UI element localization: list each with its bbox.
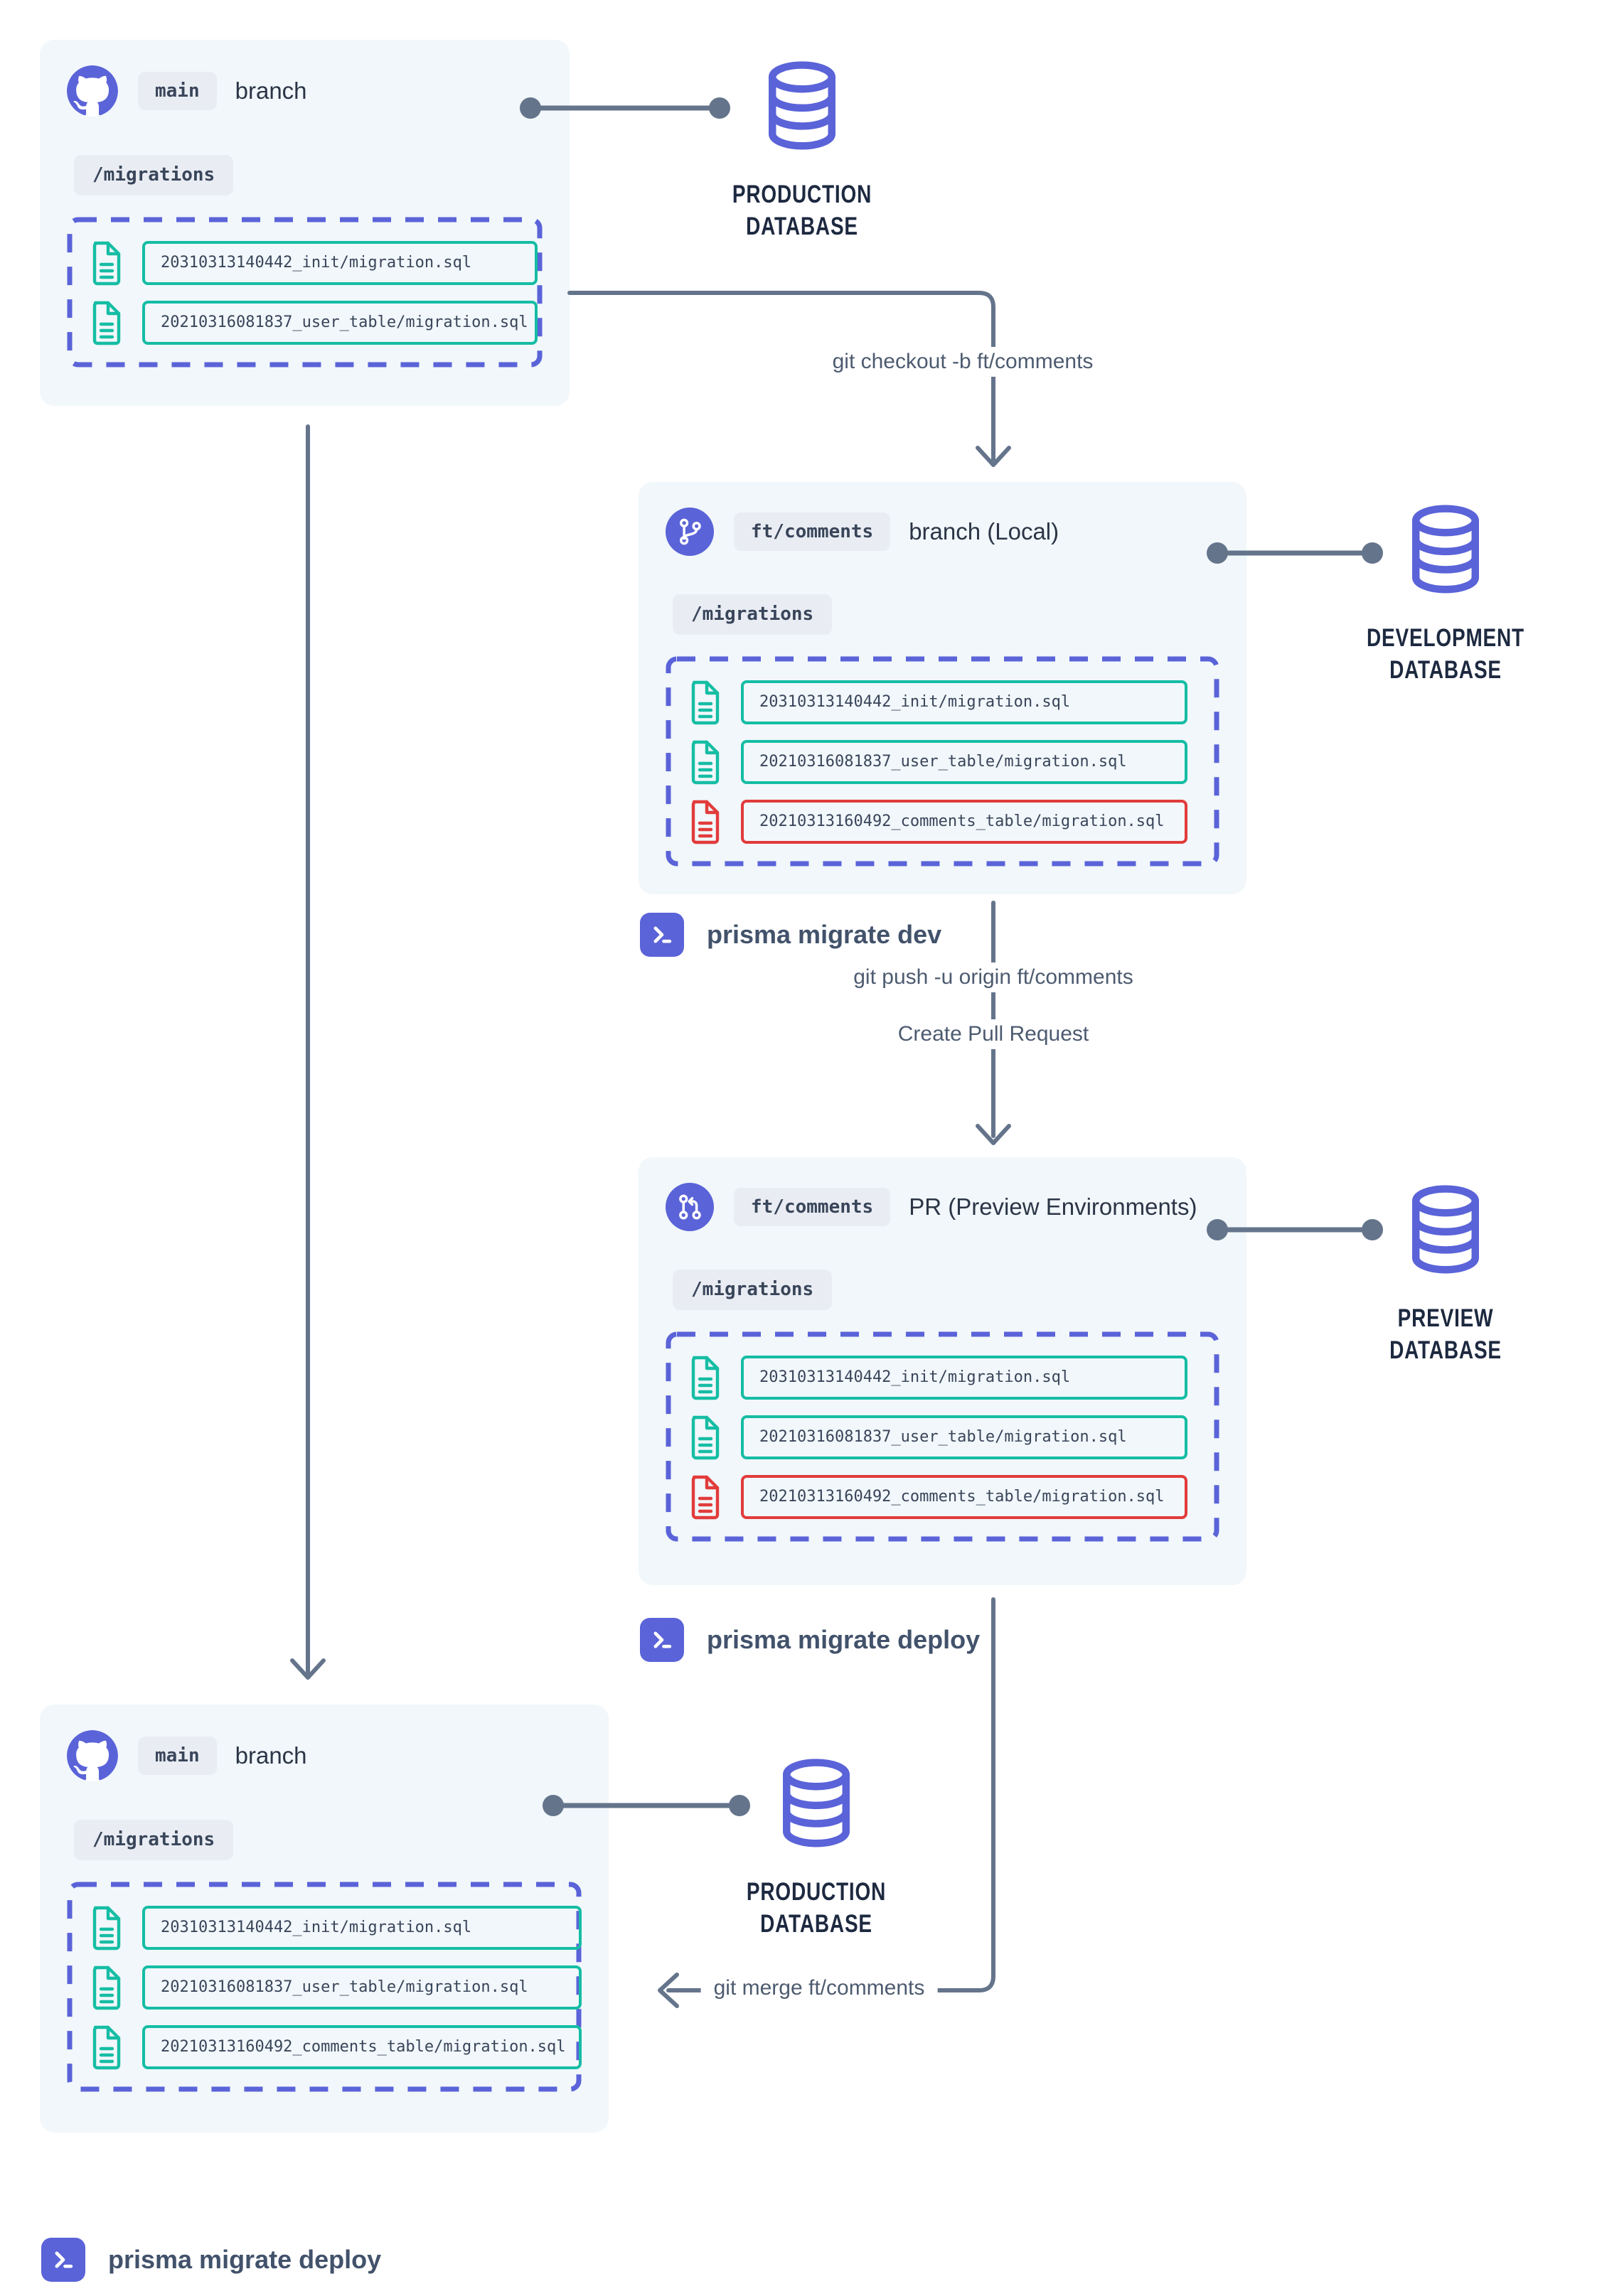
terminal-icon: [41, 2238, 85, 2282]
database-label: DEVELOPMENT DATABASE: [1367, 624, 1524, 684]
migration-file-row: 20310313140442_init/migration.sql: [88, 240, 543, 286]
preview-database: PREVIEW DATABASE: [1389, 1184, 1501, 1364]
command-label: prisma migrate dev: [707, 920, 942, 949]
migration-file-row: 20210316081837_user_table/migration.sql: [687, 1414, 1219, 1461]
database-label: PREVIEW DATABASE: [1389, 1304, 1502, 1364]
dashed-border: [67, 217, 543, 368]
card-header: ft/comments PR (Preview Environments): [666, 1183, 1219, 1231]
prisma-migrate-dev-command: prisma migrate dev: [640, 913, 941, 957]
prisma-migrate-deploy-command: prisma migrate deploy: [640, 1618, 980, 1662]
arrowhead-push: [976, 1124, 1011, 1145]
branch-badge: ft/comments: [734, 513, 891, 551]
database-icon: [783, 1759, 850, 1847]
file-icon: [92, 2025, 121, 2070]
file-icon: [691, 1415, 720, 1460]
migrations-folder-badge: /migrations: [673, 1270, 833, 1310]
database-icon: [1412, 1185, 1479, 1274]
database-label: PRODUCTION DATABASE: [732, 181, 872, 240]
card-header: main branch: [67, 65, 543, 117]
file-icon: [92, 1906, 121, 1951]
connector-dot: [729, 1795, 750, 1816]
branch-label: branch (Local): [909, 518, 1059, 545]
database-label: PRODUCTION DATABASE: [746, 1878, 887, 1938]
git-branch-icon: [666, 508, 714, 556]
github-icon: [67, 65, 118, 117]
git-merge-label: git merge ft/comments: [700, 1973, 938, 2003]
connector-dot: [1362, 1219, 1383, 1240]
git-checkout-label: git checkout -b ft/comments: [819, 347, 1106, 377]
migrations-folder-badge: /migrations: [74, 1820, 234, 1860]
migration-file-name: 20210316081837_user_table/migration.sql: [142, 301, 538, 345]
migration-file-row-new: 20210313160492_comments_table/migration.…: [687, 798, 1219, 845]
branch-label: branch: [235, 77, 307, 104]
development-database: DEVELOPMENT DATABASE: [1367, 503, 1524, 684]
migration-file-row: 20310313140442_init/migration.sql: [687, 1354, 1219, 1401]
migration-file-name: 20310313140442_init/migration.sql: [142, 241, 538, 285]
migration-file-name: 20210316081837_user_table/migration.sql: [142, 1965, 582, 2010]
migration-file-row: 20210313160492_comments_table/migration.…: [88, 2024, 582, 2071]
file-icon: [691, 680, 720, 725]
file-icon: [691, 1356, 720, 1400]
branch-badge: main: [138, 72, 217, 110]
connector-dot: [709, 97, 730, 119]
file-icon: [92, 241, 121, 286]
migration-file-name: 20310313140442_init/migration.sql: [741, 1356, 1187, 1400]
file-icon: [691, 740, 720, 785]
migrations-list: 20310313140442_init/migration.sql 202103…: [666, 656, 1219, 867]
branch-label: PR (Preview Environments): [909, 1193, 1197, 1220]
migration-file-row: 20310313140442_init/migration.sql: [88, 1904, 582, 1951]
arrowhead-checkout: [976, 446, 1011, 467]
migrations-list: 20310313140442_init/migration.sql 202103…: [67, 1882, 582, 2092]
dashed-border: [666, 1331, 1219, 1542]
branch-badge: ft/comments: [734, 1188, 891, 1226]
migration-file-row: 20210316081837_user_table/migration.sql: [88, 1964, 582, 2011]
migration-file-name: 20310313140442_init/migration.sql: [142, 1906, 582, 1950]
migration-file-name: 20210316081837_user_table/migration.sql: [741, 1415, 1187, 1459]
arrowhead-merge: [658, 1973, 679, 2008]
migration-file-name: 20210313160492_comments_table/migration.…: [741, 1475, 1187, 1519]
migration-file-name: 20310313140442_init/migration.sql: [741, 680, 1187, 724]
file-icon: [691, 1475, 720, 1520]
migration-file-row: 20210316081837_user_table/migration.sql: [687, 739, 1219, 785]
migration-file-row: 20310313140442_init/migration.sql: [687, 679, 1219, 726]
command-label: prisma migrate deploy: [108, 2245, 382, 2274]
git-push-label: git push -u origin ft/comments: [840, 962, 1146, 992]
production-database-bottom: PRODUCTION DATABASE: [747, 1757, 885, 1938]
production-database-top: PRODUCTION DATABASE: [732, 60, 871, 240]
branch-label: branch: [235, 1742, 307, 1769]
migration-file-row-new: 20210313160492_comments_table/migration.…: [687, 1474, 1219, 1520]
connector-dot: [1362, 542, 1383, 564]
card-header: ft/comments branch (Local): [666, 508, 1219, 556]
git-pull-request-icon: [666, 1183, 714, 1231]
file-icon: [691, 800, 720, 844]
main-branch-card-bottom: main branch /migrations 20310313140442_i…: [40, 1705, 609, 2133]
database-icon: [1412, 505, 1479, 594]
terminal-icon: [640, 1618, 684, 1662]
arrowhead-main-timeline: [290, 1658, 326, 1680]
feature-branch-card-pr: ft/comments PR (Preview Environments) /m…: [639, 1157, 1246, 1585]
command-label: prisma migrate deploy: [707, 1625, 981, 1654]
migration-file-name: 20210313160492_comments_table/migration.…: [741, 800, 1187, 844]
terminal-icon: [640, 913, 684, 957]
file-icon: [92, 301, 121, 345]
migration-file-row: 20210316081837_user_table/migration.sql: [88, 299, 543, 346]
migrations-folder-badge: /migrations: [74, 155, 234, 195]
migrations-list: 20310313140442_init/migration.sql 202103…: [67, 217, 543, 368]
feature-branch-card-local: ft/comments branch (Local) /migrations 2…: [639, 482, 1246, 894]
create-pull-request-label: Create Pull Request: [885, 1019, 1102, 1049]
migration-file-name: 20210313160492_comments_table/migration.…: [142, 2025, 582, 2069]
branch-badge: main: [138, 1737, 217, 1775]
migrations-folder-badge: /migrations: [673, 594, 833, 635]
card-header: main branch: [67, 1730, 582, 1781]
github-icon: [67, 1730, 118, 1781]
database-icon: [769, 61, 835, 150]
dashed-border: [666, 656, 1219, 867]
main-branch-card-top: main branch /migrations 20310313140442_i…: [40, 40, 570, 406]
prisma-migrate-deploy-command-final: prisma migrate deploy: [41, 2238, 381, 2282]
migration-file-name: 20210316081837_user_table/migration.sql: [741, 740, 1187, 784]
file-icon: [92, 1965, 121, 2010]
migrations-list: 20310313140442_init/migration.sql 202103…: [666, 1331, 1219, 1542]
